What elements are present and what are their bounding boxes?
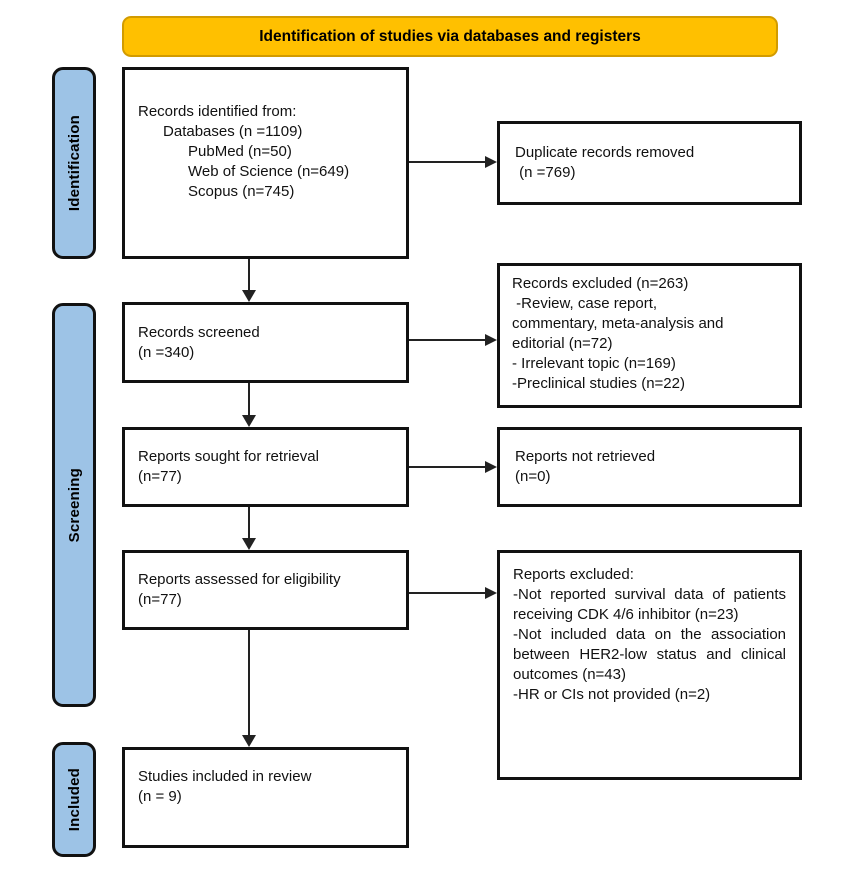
box-reports-not-retrieved-text: Reports not retrieved (n=0) [515,448,656,485]
arrow-identified-to-duplicates [409,155,497,168]
arrow-screened-to-sought [242,383,256,427]
arrowhead-down-icon [242,415,256,427]
box-records-screened-text: Records screened (n =340) [138,323,260,361]
arrowhead-right-icon [485,460,497,473]
arrowhead-down-icon [242,735,256,747]
box-reports-sought: Reports sought for retrieval (n=77) [122,427,409,507]
box-reports-excluded-text: Reports excluded: -Not reported survival… [513,566,786,703]
arrow-assessed-to-reports-excluded [409,586,497,599]
box-records-excluded-text: Records excluded (n=263) -Review, case r… [512,275,724,392]
arrowhead-right-icon [485,586,497,599]
box-records-identified-text: Records identified from: Databases (n =1… [138,103,350,200]
box-records-screened: Records screened (n =340) [122,302,409,383]
arrow-sought-to-not-retrieved [409,460,497,473]
box-reports-sought-text: Reports sought for retrieval (n=77) [138,448,319,485]
box-records-identified: Records identified from: Databases (n =1… [122,67,409,259]
box-duplicates-removed: Duplicate records removed (n =769) [497,121,802,205]
box-records-excluded: Records excluded (n=263) -Review, case r… [497,263,802,408]
box-studies-included: Studies included in review (n = 9) [122,747,409,848]
stage-screening: Screening [52,303,96,707]
box-reports-assessed: Reports assessed for eligibility (n=77) [122,550,409,630]
box-reports-assessed-text: Reports assessed for eligibility (n=77) [138,571,341,608]
arrow-shaft [409,591,485,594]
banner-identification-of-studies: Identification of studies via databases … [122,16,778,57]
arrow-sought-to-assessed [242,507,256,550]
box-reports-not-retrieved: Reports not retrieved (n=0) [497,427,802,507]
arrow-shaft [248,630,250,735]
box-reports-excluded: Reports excluded: -Not reported survival… [497,550,802,780]
arrow-shaft [409,465,485,468]
arrow-shaft [248,507,250,538]
box-duplicates-removed-text: Duplicate records removed (n =769) [515,144,695,181]
box-studies-included-text: Studies included in review (n = 9) [138,768,312,805]
arrowhead-down-icon [242,290,256,302]
stage-identification-label: Identification [65,114,83,212]
arrowhead-right-icon [485,333,497,346]
arrowhead-down-icon [242,538,256,550]
arrow-identified-to-screened [242,259,256,302]
stage-screening-label: Screening [65,467,83,543]
arrow-screened-to-excluded [409,333,497,346]
arrowhead-right-icon [485,155,497,168]
arrow-shaft [409,338,485,341]
arrow-shaft [409,160,485,163]
stage-identification: Identification [52,67,96,259]
stage-included: Included [52,742,96,857]
arrow-shaft [248,383,250,415]
arrow-assessed-to-included [242,630,256,747]
arrow-shaft [248,259,250,290]
stage-included-label: Included [65,767,83,832]
